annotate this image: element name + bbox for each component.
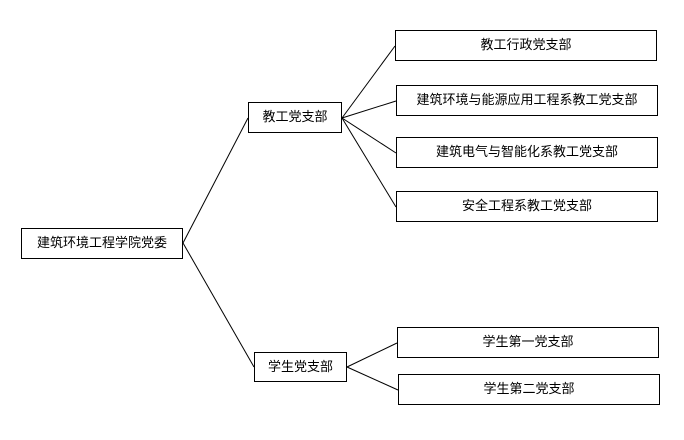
leaf-node-student-first: 学生第一党支部 <box>397 327 659 358</box>
connector-student-to-first <box>346 342 398 368</box>
connector-teacher-to-hvac <box>341 100 397 119</box>
leaf-node-teacher-hvac: 建筑环境与能源应用工程系教工党支部 <box>396 85 658 116</box>
leaf-node-teacher-electrical: 建筑电气与智能化系教工党支部 <box>396 137 658 168</box>
connector-student-to-second <box>346 366 399 391</box>
connector-teacher-to-safety <box>341 117 397 208</box>
leaf-node-teacher-admin: 教工行政党支部 <box>395 30 657 61</box>
leaf-node-teacher-safety: 安全工程系教工党支部 <box>396 191 658 222</box>
leaf-node-student-second: 学生第二党支部 <box>398 374 660 405</box>
branch-node-student: 学生党支部 <box>254 352 347 382</box>
connector-root-to-student-branch <box>182 242 255 368</box>
connector-teacher-to-electrical <box>341 117 397 154</box>
root-node: 建筑环境工程学院党委 <box>21 228 183 259</box>
connector-teacher-to-admin <box>341 45 396 119</box>
branch-node-teacher: 教工党支部 <box>248 102 342 133</box>
connector-root-to-teacher-branch <box>182 117 249 244</box>
